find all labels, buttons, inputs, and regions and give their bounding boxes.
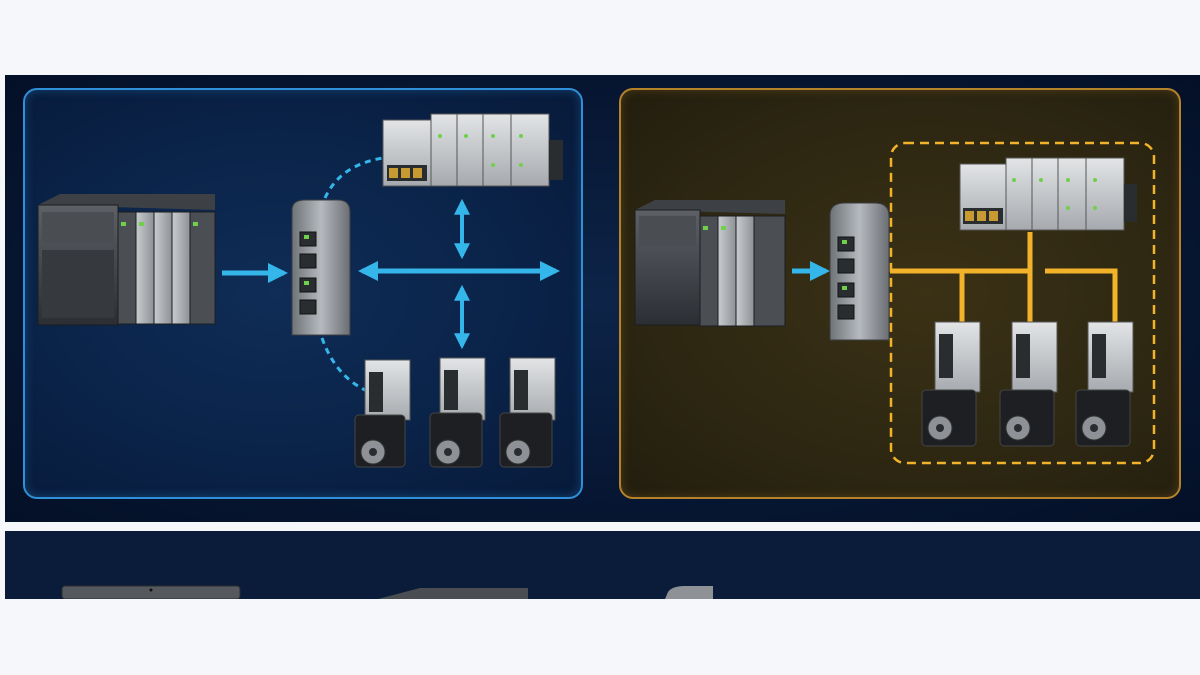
band-divider [5, 522, 1200, 531]
left-gateway-to-servo-dashed-link [320, 337, 366, 392]
left-plc-rack [37, 194, 216, 326]
right-servo-drive-3 [1075, 321, 1134, 447]
left-servo-drive-3 [499, 357, 556, 468]
right-servo-drive-1 [921, 321, 981, 447]
right-network-gateway [829, 202, 890, 341]
left-network-gateway [291, 199, 351, 336]
right-plc-rack [634, 200, 786, 327]
left-servo-drive-2 [429, 357, 486, 468]
left-gateway-to-io-dashed-link [323, 156, 384, 199]
bottom-plc-rack [378, 588, 528, 599]
left-io-module-rack [382, 113, 563, 187]
right-fieldbus-lines [890, 232, 1118, 322]
right-io-module-rack [959, 157, 1137, 231]
page-footer-space [0, 599, 1200, 675]
right-servo-drive-2 [999, 321, 1058, 447]
bottom-laptop [61, 585, 241, 600]
left-servo-drive-1 [354, 359, 411, 468]
bottom-network-gateway [665, 586, 713, 599]
